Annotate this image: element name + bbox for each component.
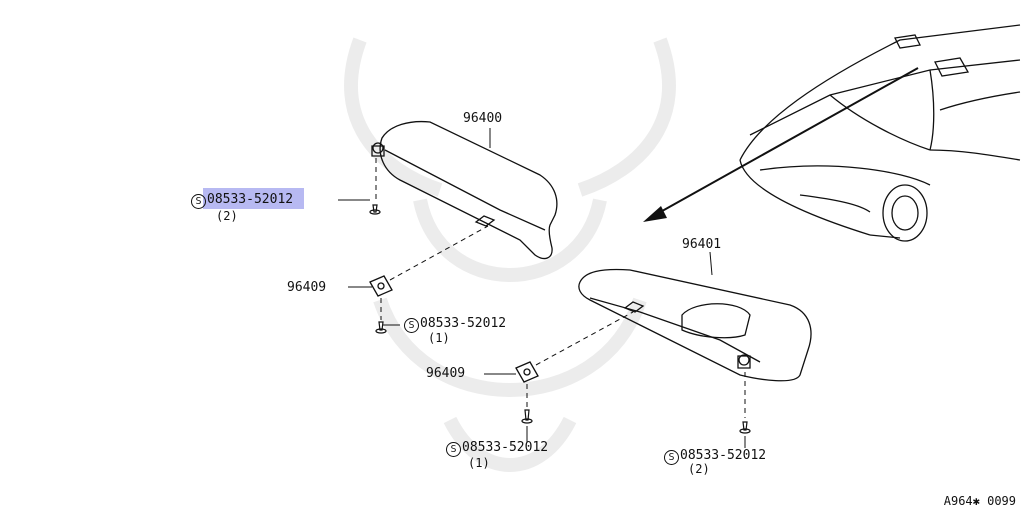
sun-visor-right-drawing [578,268,812,382]
label-96400[interactable]: 96400 [463,111,503,126]
part-number: 08533-52012 [420,316,507,331]
qty-screw-visor-left: (2) [216,209,238,223]
screws-drawing [369,204,751,434]
qty-screw-holder-right: (1) [468,456,490,470]
leader-lines [338,128,746,448]
selected-part-highlight [203,188,304,209]
part-number: 08533-52012 [462,440,549,455]
diagram-reference-code: A964✱ 0099 [943,494,1016,508]
qty-screw-holder-left: (1) [428,331,450,345]
holder-right-drawing [515,361,539,383]
label-96401[interactable]: 96401 [682,237,722,252]
location-arrow [643,67,919,222]
holder-left-drawing [369,275,393,297]
car-illustration [739,24,1021,242]
label-96409-left[interactable]: 96409 [287,280,327,295]
s-symbol-icon: S [664,450,679,465]
s-symbol-icon: S [191,194,206,209]
part-number: 08533-52012 [680,448,767,463]
qty-screw-visor-right: (2) [688,462,710,476]
label-96409-right[interactable]: 96409 [426,366,466,381]
watermark-emblem [344,37,676,472]
s-symbol-icon: S [404,318,419,333]
part-number: 08533-52012 [207,192,294,207]
assembly-dashed-lines [375,158,746,418]
s-symbol-icon: S [446,442,461,457]
sun-visor-left-drawing [371,120,558,260]
